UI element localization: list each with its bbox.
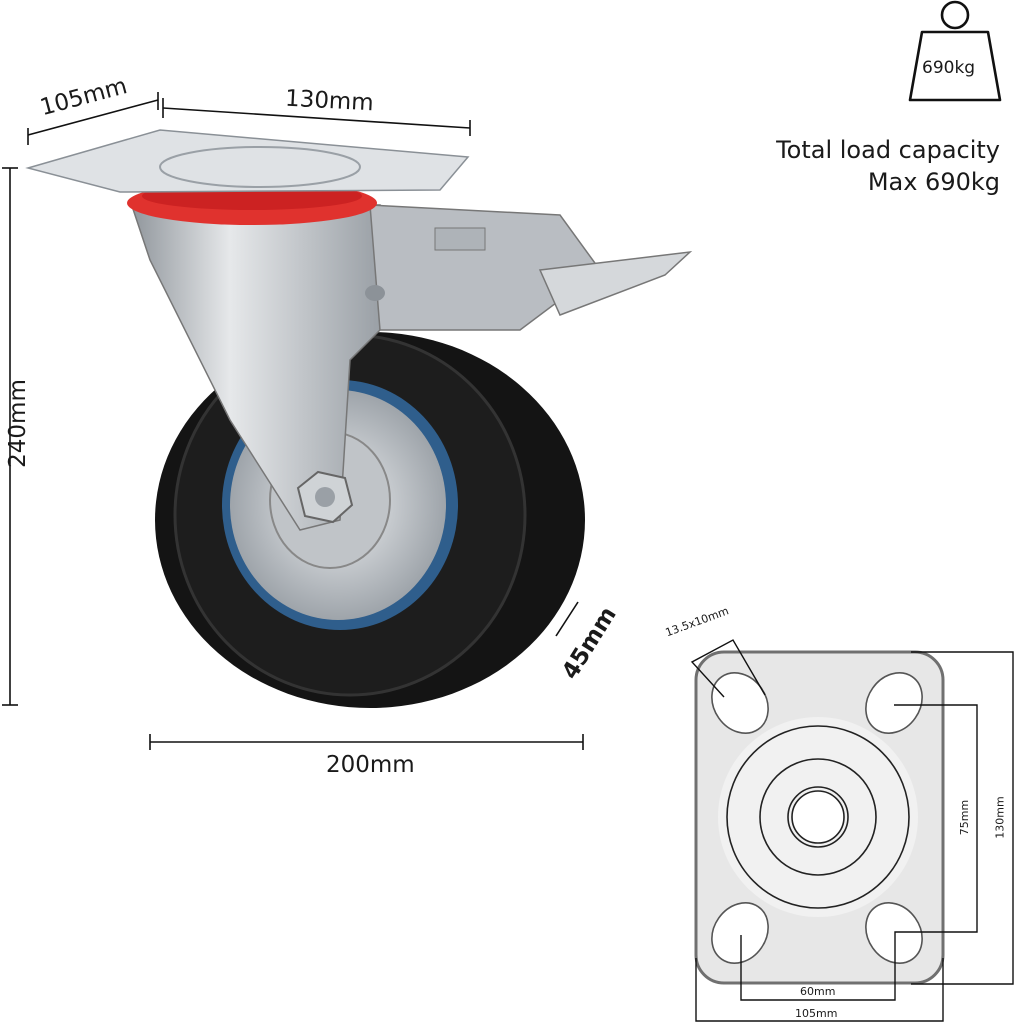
total-height-label: 240mm (4, 379, 31, 468)
hole-spacing-vertical-label: 75mm (958, 799, 972, 836)
hole-spacing-horizontal-label: 60mm (800, 985, 836, 998)
brake-pedal (538, 250, 693, 316)
load-capacity-max: Max 690kg (867, 168, 1000, 196)
mounting-plate-diagram (690, 639, 1014, 1022)
load-capacity-text: Total load capacity Max 690kg (776, 134, 1000, 198)
caster-dimension-lines (2, 92, 584, 750)
swivel-fork (128, 199, 693, 531)
plate-width-diagram-label: 105mm (795, 1007, 838, 1020)
wheel-diameter-label: 200mm (326, 752, 415, 778)
plate-width-label: 130mm (284, 85, 375, 117)
load-capacity-title: Total load capacity (776, 136, 1000, 164)
top-plate (25, 129, 470, 193)
weight-icon (908, 0, 1002, 102)
plate-length-label: 130mm (993, 796, 1007, 839)
weight-icon-label: 690kg (922, 58, 976, 78)
